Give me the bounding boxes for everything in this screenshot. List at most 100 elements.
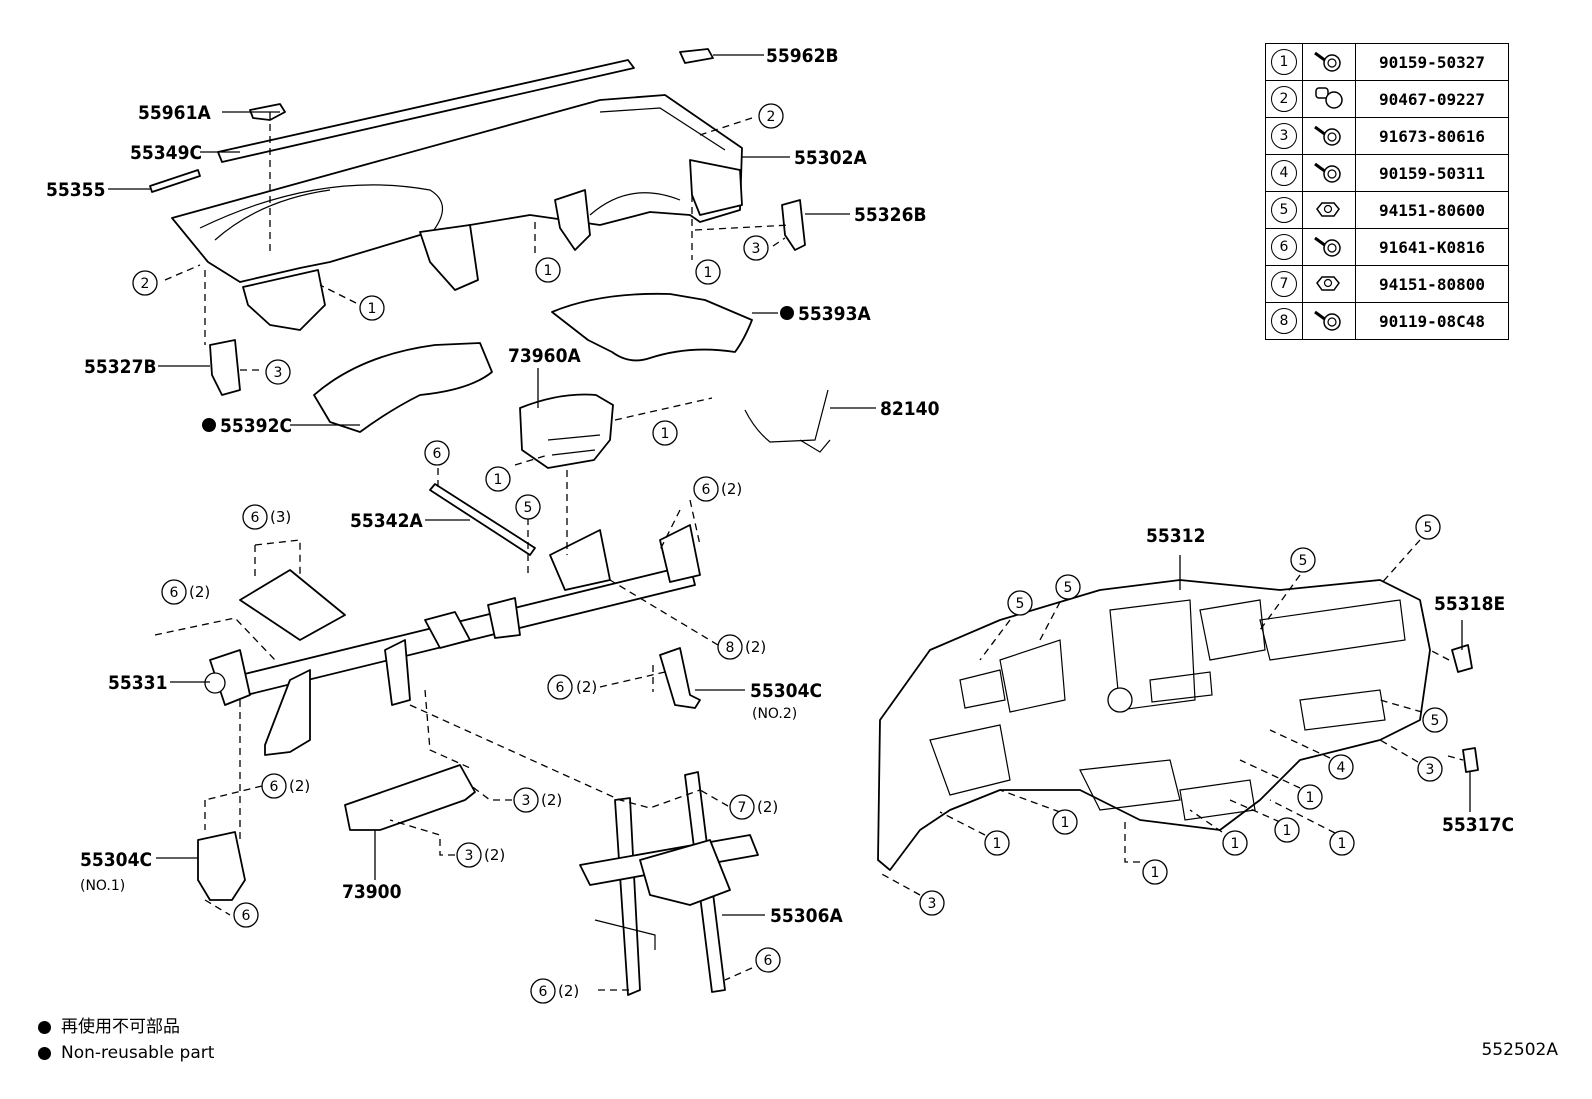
bolt-washer-icon [1302, 43, 1356, 81]
fastener-row: 8 90119-08C48 [1265, 302, 1509, 340]
fastener-no-cell: 8 [1265, 302, 1303, 340]
fastener-no: 6 [1271, 234, 1297, 260]
callout-5: 5 [515, 494, 541, 520]
nut-icon [1302, 191, 1356, 229]
callout-1: 1 [695, 259, 721, 285]
bolt-washer-icon [1302, 302, 1356, 340]
svg-text:2: 2 [141, 276, 150, 292]
svg-text:4: 4 [1337, 760, 1346, 776]
svg-text:1: 1 [1306, 790, 1315, 806]
fastener-part-number: 94151-80800 [1355, 265, 1509, 303]
fastener-part-number: 90159-50311 [1355, 154, 1509, 192]
svg-text:1: 1 [661, 426, 670, 442]
svg-text:5: 5 [524, 500, 533, 516]
fastener-no: 3 [1271, 123, 1297, 149]
qty-label: (2) [576, 678, 597, 696]
svg-text:5: 5 [1016, 596, 1025, 612]
svg-text:7: 7 [738, 800, 747, 816]
clip-icon [1302, 80, 1356, 118]
lower-brackets [197, 764, 759, 996]
callout-2: 2 [758, 103, 784, 129]
qty-label: (2) [558, 982, 579, 1000]
bullet-icon [38, 1020, 51, 1034]
svg-text:1: 1 [1283, 823, 1292, 839]
callout-1: 1 [1142, 859, 1168, 885]
fastener-no: 2 [1271, 86, 1297, 112]
svg-text:5: 5 [1064, 580, 1073, 596]
svg-text:6: 6 [242, 908, 251, 924]
fastener-part-number: 90159-50327 [1355, 43, 1509, 81]
qty-label: (2) [757, 798, 778, 816]
fastener-no: 5 [1271, 197, 1297, 223]
svg-text:3: 3 [522, 793, 531, 809]
label-55327B: 55327B [84, 356, 157, 378]
fastener-no: 4 [1271, 160, 1297, 186]
callout-1: 1 [984, 830, 1010, 856]
callout-1: 1 [485, 466, 511, 492]
fastener-part-number: 91641-K0816 [1355, 228, 1509, 266]
callout-4: 4 [1328, 754, 1354, 780]
svg-text:1: 1 [704, 265, 713, 281]
qty-label: (2) [289, 777, 310, 795]
svg-text:5: 5 [1424, 520, 1433, 536]
callout-1: 1 [652, 420, 678, 446]
callout-2: 2 [132, 270, 158, 296]
instrument-panel-drawing [149, 48, 806, 396]
callout-5: 5 [1055, 574, 1081, 600]
svg-text:6: 6 [556, 680, 565, 696]
fastener-row: 1 90159-50327 [1265, 43, 1509, 81]
fastener-part-number: 90119-08C48 [1355, 302, 1509, 340]
qty-label: (2) [745, 638, 766, 656]
label-55961A: 55961A [138, 102, 211, 124]
svg-text:1: 1 [1151, 865, 1160, 881]
callout-8: 8 [717, 634, 743, 660]
callout-1: 1 [535, 257, 561, 283]
airbag-and-harness [519, 389, 831, 469]
qty-label: (2) [721, 480, 742, 498]
bolt-washer-icon [1302, 228, 1356, 266]
legend-row-jp: 再使用不可部品 [38, 1014, 214, 1040]
label-55304C-no1: 55304C [80, 849, 152, 871]
fastener-row: 4 90159-50311 [1265, 154, 1509, 192]
fastener-no-cell: 5 [1265, 191, 1303, 229]
callout-3: 3 [513, 787, 539, 813]
label-55304C-no2: 55304C [750, 680, 822, 702]
callout-6: 6 [242, 504, 268, 530]
svg-text:3: 3 [1426, 762, 1435, 778]
non-reusable-marker [780, 306, 794, 320]
callout-1: 1 [1274, 817, 1300, 843]
fastener-no-cell: 1 [1265, 43, 1303, 81]
svg-text:1: 1 [993, 836, 1002, 852]
callouts: 2 2 1 1 1 3 3 1 1 6 5 6 (3) 6 (2) 6 (2) … [132, 103, 1448, 1004]
callout-6: 6 [161, 579, 187, 605]
svg-text:3: 3 [274, 365, 283, 381]
fastener-no: 7 [1271, 271, 1297, 297]
nut-icon [1302, 265, 1356, 303]
bolt-washer-icon [1302, 117, 1356, 155]
svg-text:1: 1 [368, 301, 377, 317]
label-55392C: 55392C [220, 415, 292, 437]
fastener-row: 7 94151-80800 [1265, 265, 1509, 303]
label-82140: 82140 [880, 398, 940, 420]
label-55393A: 55393A [798, 303, 871, 325]
svg-text:3: 3 [752, 241, 761, 257]
callout-6: 6 [261, 773, 287, 799]
fastener-row: 6 91641-K0816 [1265, 228, 1509, 266]
callout-1: 1 [359, 295, 385, 321]
callout-5: 5 [1422, 707, 1448, 733]
fastener-part-number: 91673-80616 [1355, 117, 1509, 155]
reinforcement-beam [204, 483, 701, 756]
callout-3: 3 [919, 890, 945, 916]
fastener-no: 1 [1271, 49, 1297, 75]
svg-text:8: 8 [726, 640, 735, 656]
fastener-no-cell: 7 [1265, 265, 1303, 303]
qty-label: (2) [541, 791, 562, 809]
callout-6: 6 [424, 440, 450, 466]
bullet-icon [38, 1046, 51, 1060]
legend: 再使用不可部品 Non-reusable part [38, 1014, 214, 1066]
callout-3: 3 [1417, 756, 1443, 782]
fastener-no-cell: 3 [1265, 117, 1303, 155]
